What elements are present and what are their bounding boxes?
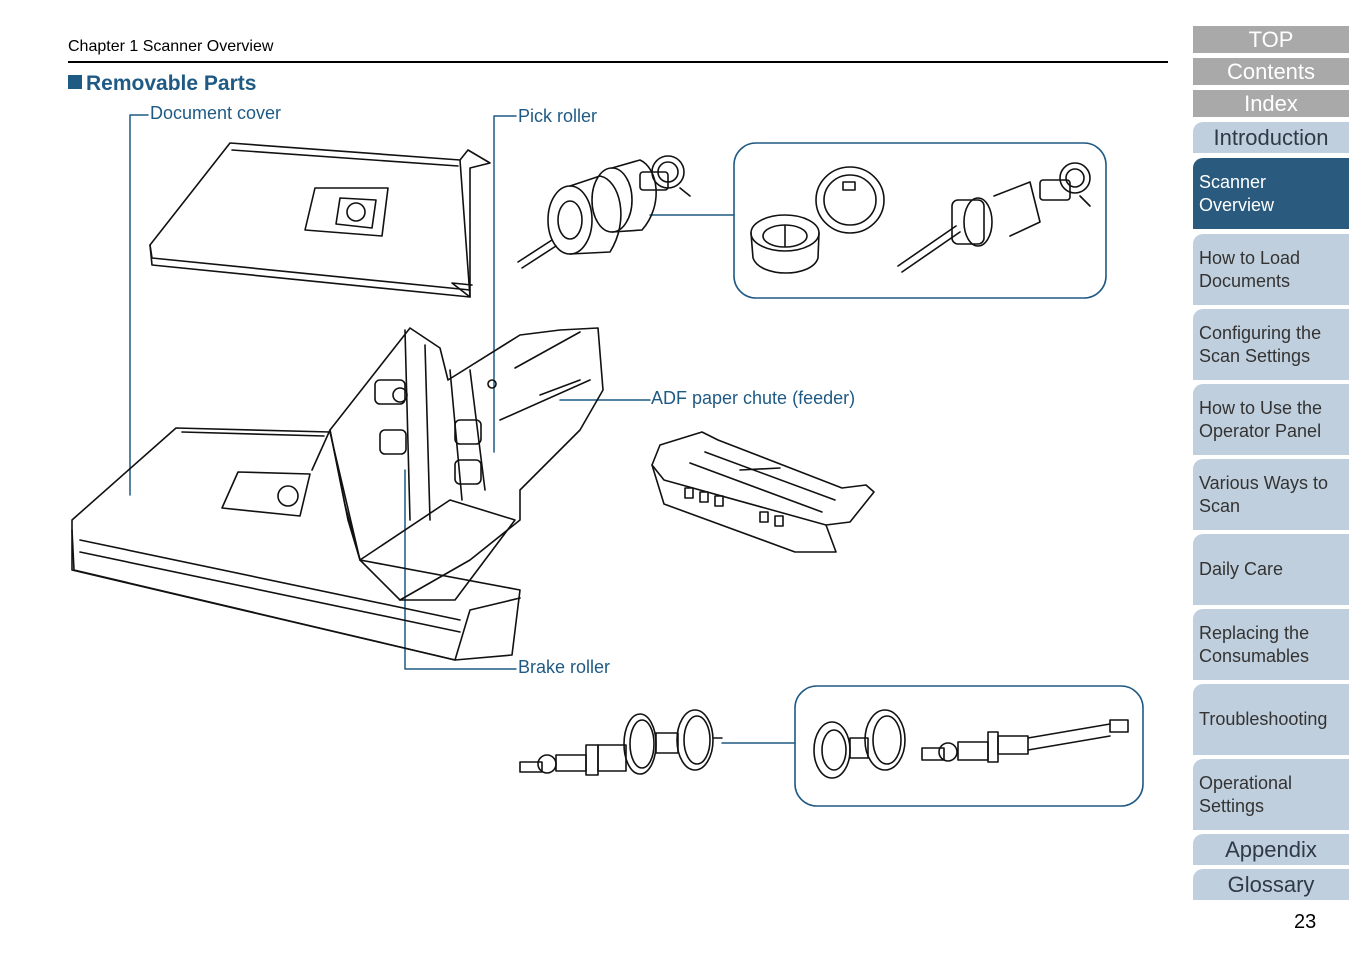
nav-how-to-load-documents[interactable]: How to Load Documents xyxy=(1193,234,1349,305)
section-title: Removable Parts xyxy=(68,72,256,96)
callout-document-cover: Document cover xyxy=(150,103,282,123)
nav-configuring-scan-settings[interactable]: Configuring the Scan Settings xyxy=(1193,309,1349,380)
nav-daily-care[interactable]: Daily Care xyxy=(1193,534,1349,605)
chapter-heading: Chapter 1 Scanner Overview xyxy=(68,38,274,55)
callout-adf-paper-chute: ADF paper chute (feeder) xyxy=(651,388,856,408)
removable-parts-illustration xyxy=(71,114,1144,807)
header-rule xyxy=(68,61,1168,63)
scanner-drawing xyxy=(71,327,604,661)
pick-roller-parts-drawing xyxy=(750,162,1091,274)
brake-roller-drawing xyxy=(519,709,723,776)
document-cover-drawing xyxy=(149,142,491,298)
brake-roller-detail-frame xyxy=(794,685,1144,807)
nav-scanner-overview[interactable]: Scanner Overview xyxy=(1193,158,1349,229)
nav-contents-button[interactable]: Contents xyxy=(1193,58,1349,85)
leader-lines xyxy=(129,114,796,744)
callout-pick-roller: Pick roller xyxy=(518,106,598,126)
page-number: 23 xyxy=(1294,911,1317,933)
nav-troubleshooting[interactable]: Troubleshooting xyxy=(1193,684,1349,755)
nav-replacing-consumables[interactable]: Replacing the Consumables xyxy=(1193,609,1349,680)
nav-operator-panel[interactable]: How to Use the Operator Panel xyxy=(1193,384,1349,455)
square-bullet-icon xyxy=(68,75,82,89)
pick-roller-detail-frame xyxy=(733,142,1107,299)
nav-introduction[interactable]: Introduction xyxy=(1193,122,1349,153)
nav-index-button[interactable]: Index xyxy=(1193,90,1349,117)
adf-paper-chute-drawing xyxy=(651,431,875,553)
nav-top-button[interactable]: TOP xyxy=(1193,26,1349,53)
nav-glossary[interactable]: Glossary xyxy=(1193,869,1349,900)
nav-appendix[interactable]: Appendix xyxy=(1193,834,1349,865)
brake-roller-parts-drawing xyxy=(813,709,1129,779)
nav-operational-settings[interactable]: Operational Settings xyxy=(1193,759,1349,830)
nav-various-ways-to-scan[interactable]: Various Ways to Scan xyxy=(1193,459,1349,530)
callout-brake-roller: Brake roller xyxy=(518,657,611,677)
pick-roller-drawing xyxy=(517,155,691,269)
